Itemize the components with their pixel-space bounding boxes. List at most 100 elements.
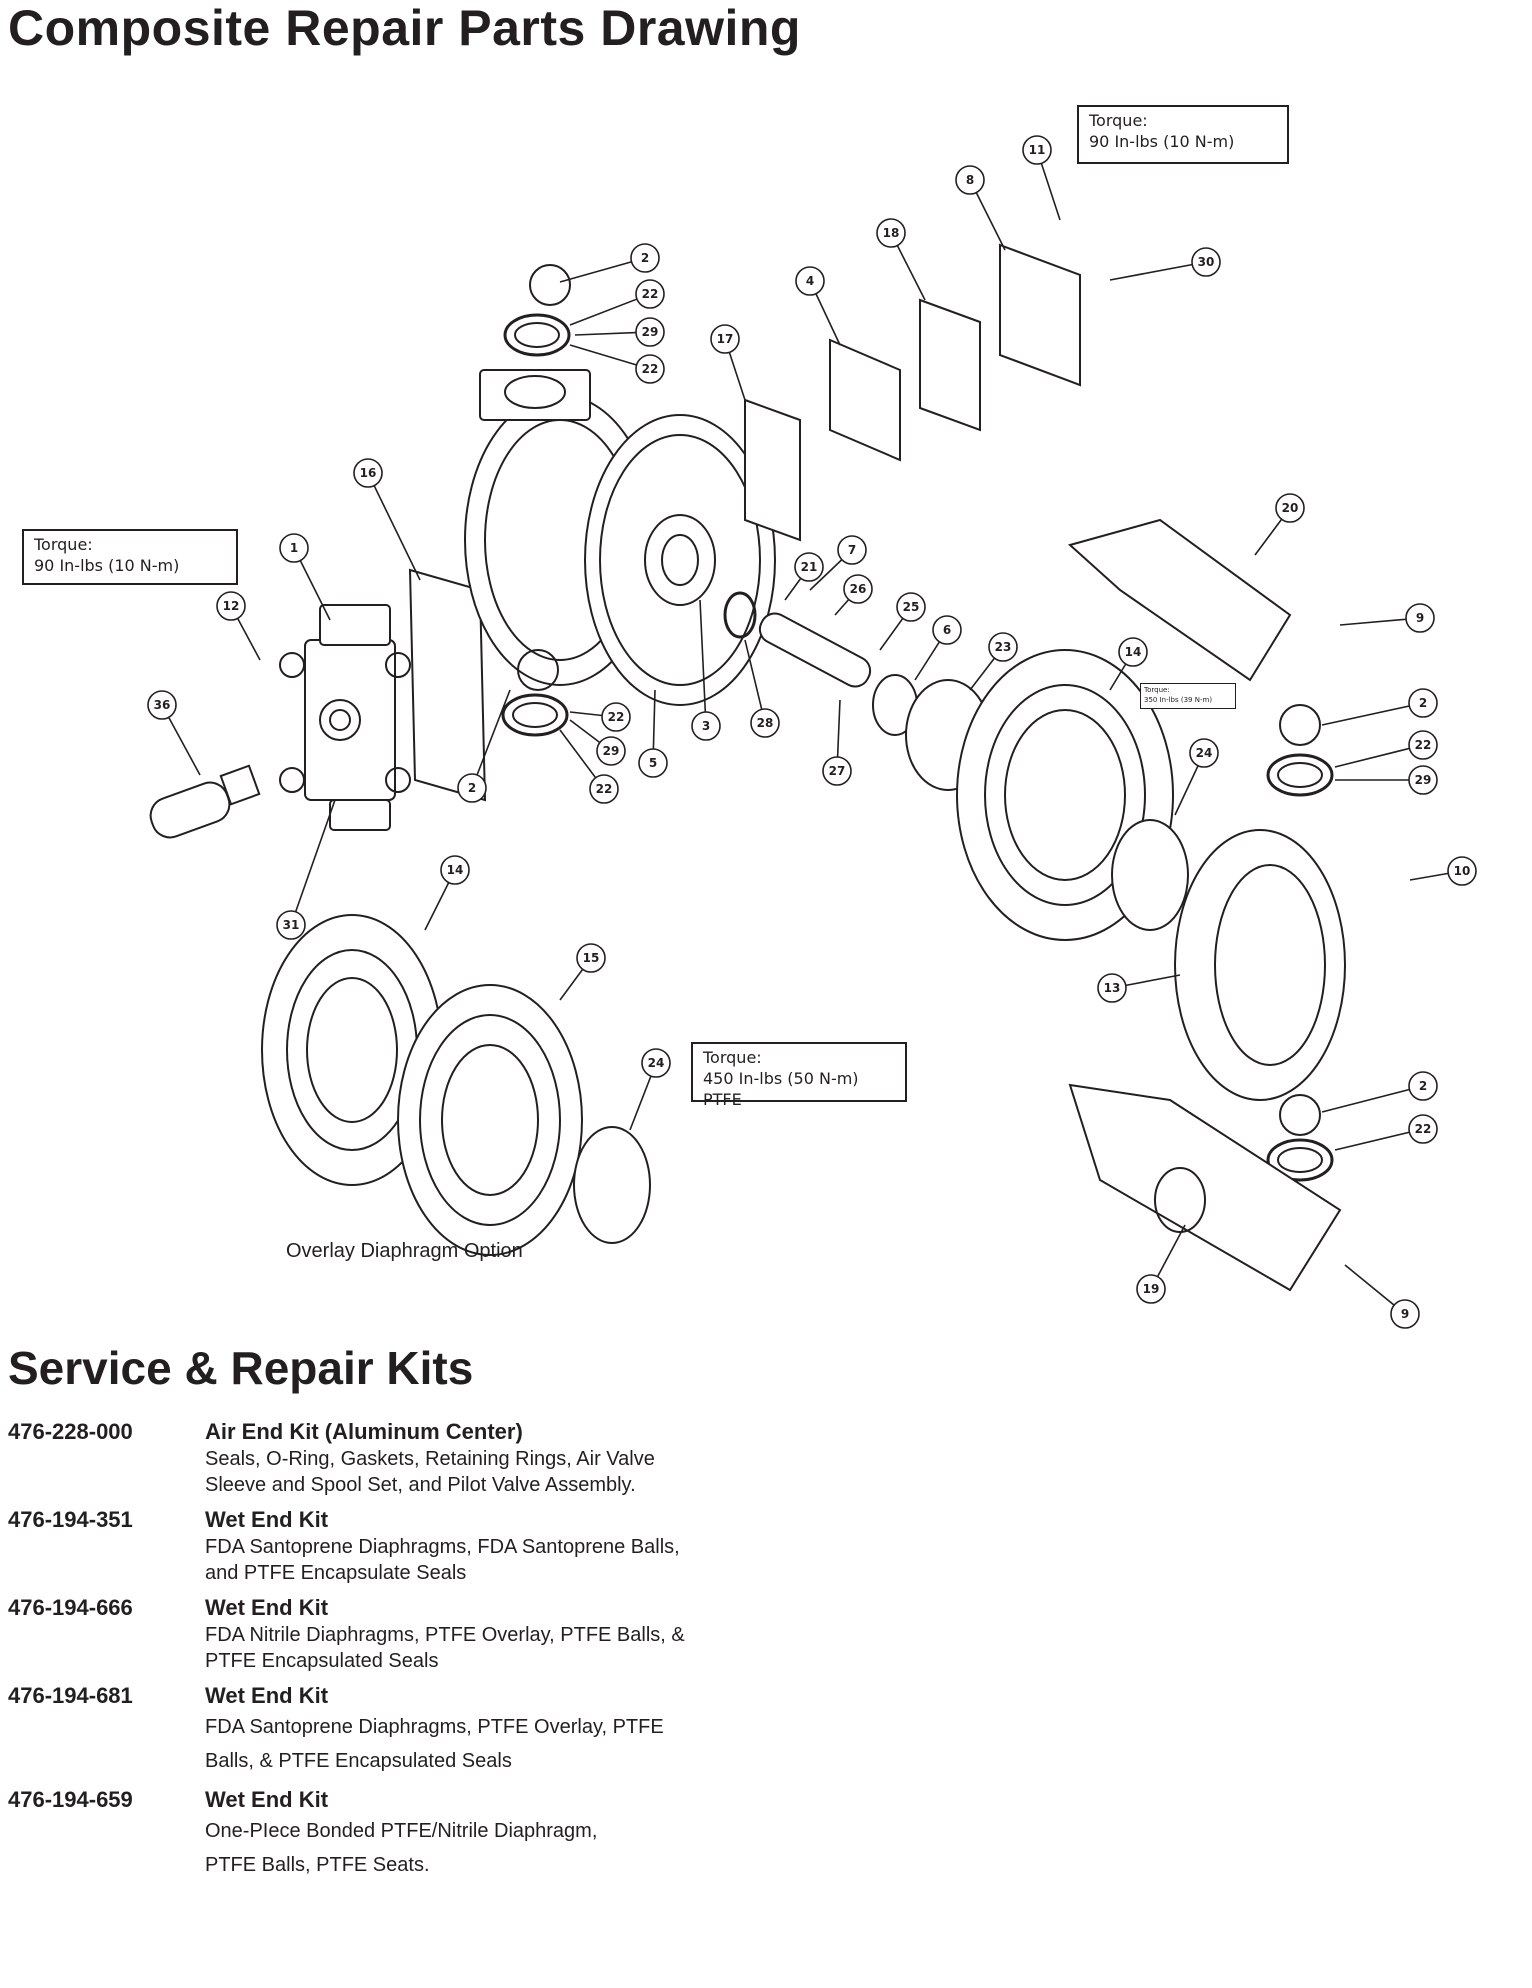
callout-8: 8 xyxy=(955,165,1006,251)
callout-25: 25 xyxy=(879,592,926,651)
center-housing xyxy=(464,369,776,706)
callout-bubble xyxy=(1189,738,1219,768)
callout-bubble xyxy=(1022,135,1052,165)
leader-line xyxy=(471,689,511,789)
overlay-diaphragm-label: Overlay Diaphragm Option xyxy=(286,1240,523,1262)
callout-number: 14 xyxy=(1125,645,1142,659)
callout-number: 7 xyxy=(848,543,856,557)
callout-number: 36 xyxy=(154,698,171,712)
leader-line xyxy=(1334,1128,1424,1151)
callout-11: 11 xyxy=(1022,135,1061,221)
chamber-13 xyxy=(1174,829,1346,1101)
callout-bubble xyxy=(1405,603,1435,633)
ball-2b xyxy=(517,649,559,691)
leader-line xyxy=(290,799,336,926)
leader-line xyxy=(1321,702,1424,726)
callout-bubble xyxy=(635,354,665,384)
callout-number: 5 xyxy=(649,756,657,770)
kit-description-line: One-PIece Bonded PTFE/Nitrile Diaphragm, xyxy=(205,1820,598,1842)
kit-item: 476-194-659 Wet End Kit One-PIece Bonded… xyxy=(8,1786,768,1882)
callout-9: 9 xyxy=(1339,603,1435,633)
callout-number: 31 xyxy=(283,918,300,932)
kit-item: 476-194-681 Wet End Kit FDA Santoprene D… xyxy=(8,1682,768,1778)
callout-bubble xyxy=(876,218,906,248)
callout-28: 28 xyxy=(744,639,780,738)
kit-part-number: 476-228-000 xyxy=(8,1419,133,1444)
callout-bubble xyxy=(843,574,873,604)
callout-bubble xyxy=(276,910,306,940)
callout-bubble xyxy=(635,317,665,347)
torque-note-diaphragm: Torque: 350 In-lbs (39 N-m) xyxy=(1140,683,1236,709)
kit-name: Air End Kit (Aluminum Center) xyxy=(205,1419,523,1444)
callout-bubble xyxy=(837,535,867,565)
callout-31: 31 xyxy=(276,799,336,940)
kit-description-line: PTFE Balls, PTFE Seats. xyxy=(205,1854,430,1876)
callout-bubble xyxy=(710,324,740,354)
outer-plate-24 xyxy=(1111,819,1189,931)
callout-2: 2 xyxy=(457,689,511,803)
callout-24: 24 xyxy=(1174,738,1219,816)
seat-22b xyxy=(501,693,569,737)
callout-24: 24 xyxy=(629,1048,671,1131)
callout-bubble xyxy=(596,736,626,766)
air-valve-cap-4 xyxy=(829,338,901,462)
callout-9: 9 xyxy=(1344,1264,1420,1329)
callout-13: 13 xyxy=(1097,973,1181,1003)
callout-number: 8 xyxy=(966,173,974,187)
muffler xyxy=(149,764,261,839)
callout-number: 18 xyxy=(883,226,900,240)
callout-bubble xyxy=(353,458,383,488)
kit-description-line: FDA Santoprene Diaphragms, FDA Santopren… xyxy=(205,1536,680,1558)
leader-line xyxy=(1321,1085,1424,1113)
leader-line xyxy=(367,472,421,581)
callout-number: 29 xyxy=(642,325,659,339)
exploded-parts-drawing: 1222234567899101112131414151617181920212… xyxy=(147,135,1477,1329)
callout-36: 36 xyxy=(147,690,201,776)
callout-3: 3 xyxy=(691,599,721,741)
callout-bubble xyxy=(1390,1299,1420,1329)
callout-bubble xyxy=(1097,973,1127,1003)
callout-17: 17 xyxy=(710,324,746,401)
callout-22: 22 xyxy=(1334,1114,1438,1151)
callout-26: 26 xyxy=(834,574,873,616)
kit-description-line: and PTFE Encapsulate Seals xyxy=(205,1562,467,1584)
callout-number: 29 xyxy=(603,744,620,758)
kit-name: Wet End Kit xyxy=(205,1787,329,1812)
callout-19: 19 xyxy=(1136,1224,1186,1304)
callout-bubble xyxy=(1136,1274,1166,1304)
leader-line xyxy=(1334,744,1424,768)
manifold-20 xyxy=(1067,518,1292,682)
callout-bubble xyxy=(147,690,177,720)
callout-number: 2 xyxy=(1419,1079,1427,1093)
kit-description-line: Seals, O-Ring, Gaskets, Retaining Rings,… xyxy=(205,1448,655,1470)
callout-bubble xyxy=(1447,856,1477,886)
callout-22: 22 xyxy=(569,702,631,732)
torque-note-end-cap: Torque: 90 In-lbs (10 N-m) xyxy=(1077,105,1289,164)
seat-22c xyxy=(1266,753,1334,797)
callout-bubble xyxy=(1275,493,1305,523)
kit-part-number: 476-194-659 xyxy=(8,1787,133,1812)
callout-number: 19 xyxy=(1143,1282,1160,1296)
callout-5: 5 xyxy=(638,689,668,778)
kit-item: 476-194-666 Wet End Kit FDA Nitrile Diap… xyxy=(8,1594,768,1674)
callout-number: 10 xyxy=(1454,864,1471,878)
callout-bubble xyxy=(795,266,825,296)
end-cap-8 xyxy=(999,243,1081,387)
callout-number: 22 xyxy=(608,710,625,724)
callout-22: 22 xyxy=(559,729,619,804)
callout-number: 20 xyxy=(1282,501,1299,515)
callout-bubble xyxy=(638,748,668,778)
callout-number: 3 xyxy=(702,719,710,733)
callout-number: 27 xyxy=(829,764,846,778)
kit-name: Wet End Kit xyxy=(205,1595,329,1620)
kit-name: Wet End Kit xyxy=(205,1507,329,1532)
callout-bubble xyxy=(1191,247,1221,277)
callout-16: 16 xyxy=(353,458,421,581)
callout-7: 7 xyxy=(809,535,867,591)
kit-list: 476-228-000 Air End Kit (Aluminum Center… xyxy=(8,1418,768,1890)
callout-14: 14 xyxy=(424,855,470,931)
leader-line xyxy=(699,599,707,727)
callout-6: 6 xyxy=(914,615,962,681)
gasket-18 xyxy=(919,298,981,432)
shaft-27 xyxy=(758,612,872,688)
